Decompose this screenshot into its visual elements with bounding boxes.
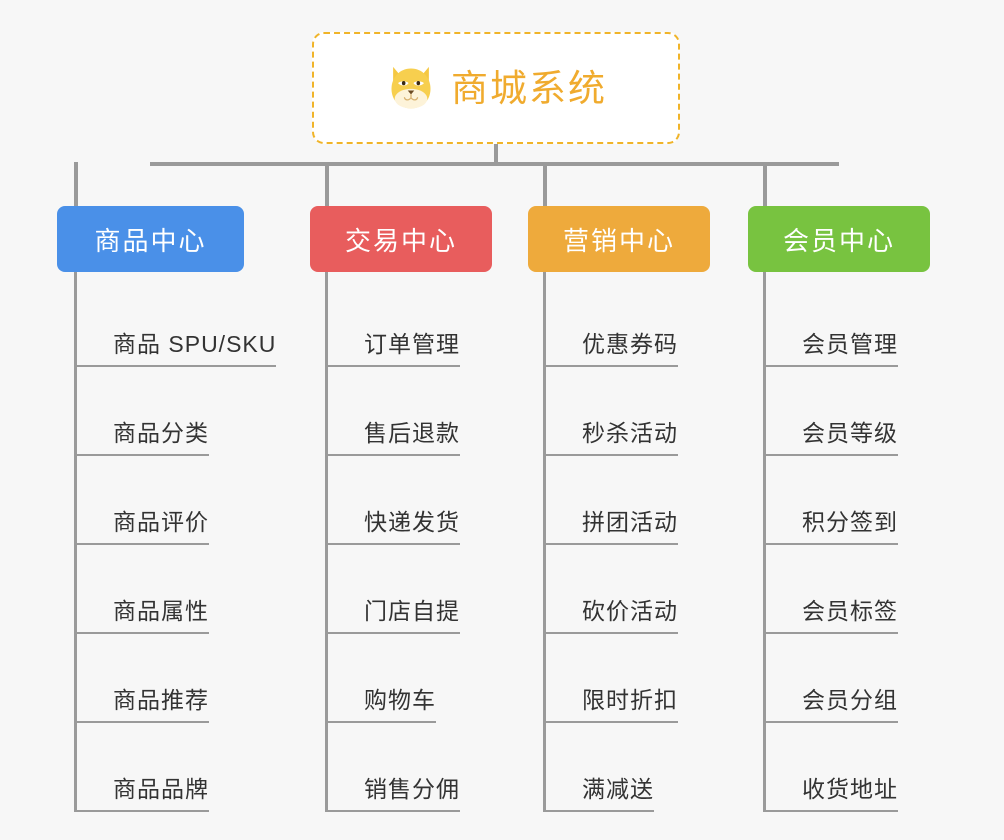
root-title: 商城系统 [451, 67, 607, 109]
leaf-item[interactable]: 会员管理 [766, 278, 898, 367]
leaf-label: 商品推荐 [77, 686, 209, 723]
leaf-label: 积分签到 [766, 508, 898, 545]
leaf-item[interactable]: 砍价活动 [546, 545, 678, 634]
leaf-item[interactable]: 商品 SPU/SKU [77, 278, 277, 367]
leaf-trunk [325, 272, 328, 812]
category-label: 会员中心 [782, 225, 895, 256]
leaf-label: 优惠券码 [546, 330, 678, 367]
leaf-label: 订单管理 [328, 330, 460, 367]
leaf-item[interactable]: 商品品牌 [77, 723, 209, 812]
leaf-item[interactable]: 商品推荐 [77, 634, 209, 723]
leaf-item[interactable]: 秒杀活动 [546, 367, 678, 456]
connector-drop-1 [74, 162, 78, 206]
connector-drop-2 [325, 162, 329, 206]
leaf-item[interactable]: 满减送 [546, 723, 654, 812]
leaf-trunk [74, 272, 77, 812]
category-box-4[interactable]: 会员中心 [748, 206, 930, 272]
category-box-1[interactable]: 商品中心 [57, 206, 244, 272]
leaf-label: 会员等级 [766, 419, 898, 456]
leaf-label: 商品评价 [77, 508, 209, 545]
leaf-label: 砍价活动 [546, 597, 678, 634]
leaf-item[interactable]: 快递发货 [328, 456, 460, 545]
leaf-item[interactable]: 优惠券码 [546, 278, 678, 367]
leaf-trunk [543, 272, 546, 812]
connector-drop-3 [543, 162, 547, 206]
leaf-item[interactable]: 积分签到 [766, 456, 898, 545]
category-box-3[interactable]: 营销中心 [528, 206, 710, 272]
category-label: 营销中心 [562, 225, 675, 256]
shiba-dog-face-icon [391, 66, 431, 109]
leaf-item[interactable]: 商品评价 [77, 456, 209, 545]
leaf-item[interactable]: 商品分类 [77, 367, 209, 456]
leaf-item[interactable]: 购物车 [328, 634, 436, 723]
leaf-item[interactable]: 限时折扣 [546, 634, 678, 723]
leaf-label: 满减送 [546, 775, 654, 812]
category-label: 交易中心 [344, 225, 457, 256]
leaf-item[interactable]: 销售分佣 [328, 723, 460, 812]
leaf-label: 商品属性 [77, 597, 209, 634]
leaf-label: 商品分类 [77, 419, 209, 456]
connector-horizontal-bus [150, 162, 839, 166]
category-label: 商品中心 [94, 225, 207, 256]
leaf-label: 会员标签 [766, 597, 898, 634]
leaf-label: 销售分佣 [328, 775, 460, 812]
leaf-item[interactable]: 拼团活动 [546, 456, 678, 545]
leaf-label: 拼团活动 [546, 508, 678, 545]
leaf-label: 秒杀活动 [546, 419, 678, 456]
leaf-item[interactable]: 会员分组 [766, 634, 898, 723]
leaf-item[interactable]: 会员等级 [766, 367, 898, 456]
leaf-label: 收货地址 [766, 775, 898, 812]
connector-drop-4 [763, 162, 767, 206]
leaf-label: 商品 SPU/SKU [77, 330, 277, 367]
leaf-item[interactable]: 收货地址 [766, 723, 898, 812]
leaf-label: 门店自提 [328, 597, 460, 634]
leaf-item[interactable]: 会员标签 [766, 545, 898, 634]
leaf-label: 售后退款 [328, 419, 460, 456]
leaf-item[interactable]: 商品属性 [77, 545, 209, 634]
leaf-label: 商品品牌 [77, 775, 209, 812]
category-box-2[interactable]: 交易中心 [310, 206, 492, 272]
leaf-label: 购物车 [328, 686, 436, 723]
leaf-label: 会员管理 [766, 330, 898, 367]
leaf-label: 会员分组 [766, 686, 898, 723]
leaf-label: 快递发货 [328, 508, 460, 545]
root-node[interactable]: 商城系统 [312, 32, 680, 144]
leaf-label: 限时折扣 [546, 686, 678, 723]
leaf-item[interactable]: 售后退款 [328, 367, 460, 456]
leaf-trunk [763, 272, 766, 812]
connector-root-stem [494, 144, 498, 166]
leaf-item[interactable]: 订单管理 [328, 278, 460, 367]
leaf-item[interactable]: 门店自提 [328, 545, 460, 634]
